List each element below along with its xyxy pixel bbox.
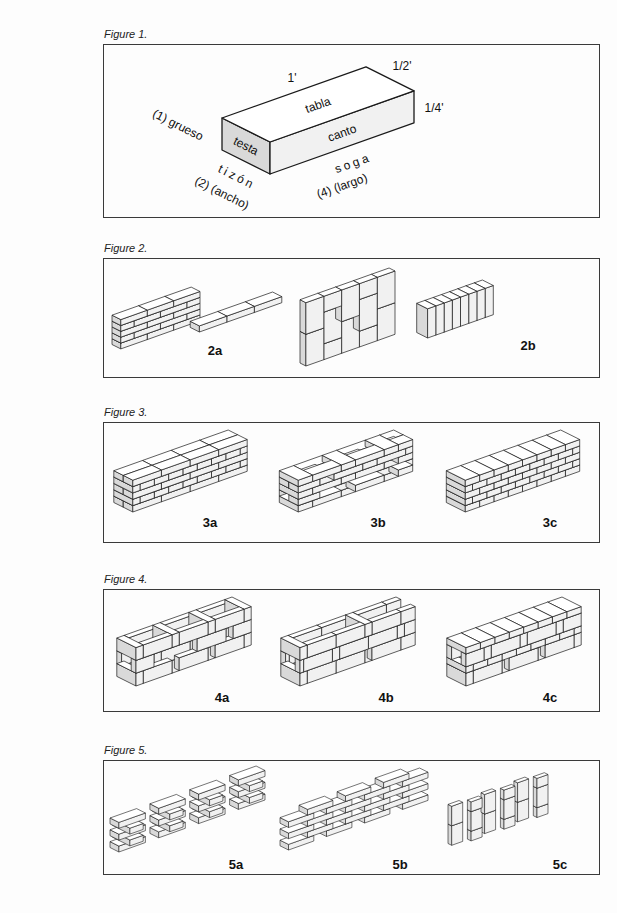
figure-number: 3a xyxy=(203,516,217,529)
brick-face xyxy=(288,625,322,638)
part-name: 1' xyxy=(288,72,297,84)
brick-face xyxy=(210,607,244,620)
brick-face xyxy=(467,810,471,831)
brick-face xyxy=(447,633,481,648)
brick-face xyxy=(174,620,208,633)
cavity-wall xyxy=(447,597,581,686)
figure-number: 5a xyxy=(229,858,243,871)
brick-face xyxy=(222,67,414,142)
part-name: 1/4' xyxy=(425,102,444,114)
brick-face xyxy=(467,796,482,802)
brick-face xyxy=(500,784,515,790)
brick-face xyxy=(117,635,143,647)
brick-face xyxy=(448,824,452,845)
cavity-wall xyxy=(117,597,251,686)
brick-face xyxy=(302,632,336,645)
cavity-wall xyxy=(281,597,415,686)
figure-number: 4a xyxy=(215,691,229,704)
brick-face xyxy=(485,286,493,318)
brick-face xyxy=(300,331,306,366)
figure-heading: Figure 3. xyxy=(104,406,147,418)
brick-face xyxy=(461,294,469,326)
brick-face xyxy=(375,769,409,782)
brick-face xyxy=(138,632,172,645)
lattice-wall xyxy=(110,766,265,852)
brick-face xyxy=(281,635,307,647)
brick-face xyxy=(337,783,371,796)
figure-number: 4b xyxy=(378,691,393,704)
brick-face xyxy=(123,465,161,480)
flemish-bond-wall xyxy=(279,430,412,512)
figure-panel: Figure 5. xyxy=(103,760,600,875)
figure-number: 3c xyxy=(543,516,557,529)
soldier-row xyxy=(417,280,494,338)
brick-face xyxy=(514,777,529,783)
brick-face xyxy=(477,288,485,320)
brick-face xyxy=(500,798,504,819)
brick-face xyxy=(299,796,333,809)
brick-face xyxy=(452,297,460,329)
figure-number: 2b xyxy=(520,339,535,352)
brick-face xyxy=(436,303,444,335)
part-name: (1) grueso xyxy=(151,107,205,142)
brick-face xyxy=(300,300,306,335)
brick-face xyxy=(481,789,496,795)
figure-panel: Figure 4. xyxy=(103,589,600,712)
figure-number: 4c xyxy=(543,691,557,704)
brick-face xyxy=(448,804,452,825)
figure-number: 5c xyxy=(553,858,567,871)
brick-face xyxy=(331,622,365,635)
figure-heading: Figure 5. xyxy=(104,744,147,756)
stretcher-wall xyxy=(112,287,200,349)
figure-panel: Figure 3. xyxy=(103,422,600,543)
brick-face xyxy=(444,300,452,332)
brick-face xyxy=(417,303,428,338)
brick-face xyxy=(367,609,401,622)
brick-face xyxy=(230,766,265,780)
brick-face xyxy=(300,293,324,302)
upright-screen-wall xyxy=(448,773,548,846)
figure-heading: Figure 1. xyxy=(104,28,147,40)
figure-number: 5b xyxy=(392,858,407,871)
part-name: soga xyxy=(333,151,373,175)
brick-face xyxy=(428,306,436,338)
brick-face xyxy=(150,794,185,808)
english-bond-wall xyxy=(114,430,247,512)
brick-face xyxy=(469,291,477,323)
figure-panel: Figure 2. xyxy=(103,258,600,378)
brick-face xyxy=(300,659,304,673)
figure-number: 3b xyxy=(370,516,385,529)
brick-face xyxy=(190,312,227,326)
upright-brick-wall xyxy=(300,268,395,366)
brick-face xyxy=(190,780,225,794)
part-name: 1/2' xyxy=(393,60,412,72)
brick-face xyxy=(279,466,312,481)
brick-face xyxy=(533,773,548,779)
brick-face xyxy=(446,466,479,481)
brick-face xyxy=(533,786,537,807)
brick-face xyxy=(417,300,436,308)
brick-row xyxy=(190,292,282,332)
part-name: (4) (largo) xyxy=(315,172,369,201)
header-bond-wall xyxy=(446,430,579,512)
brick-face xyxy=(110,809,145,823)
figure-number: 2a xyxy=(208,344,222,357)
brick-face xyxy=(112,306,147,320)
brick-parts xyxy=(222,67,414,174)
brick-face xyxy=(353,602,387,615)
figure-heading: Figure 2. xyxy=(104,242,147,254)
honeycomb-wall xyxy=(280,768,428,850)
figure-heading: Figure 4. xyxy=(104,573,147,585)
brick-face xyxy=(448,801,463,807)
